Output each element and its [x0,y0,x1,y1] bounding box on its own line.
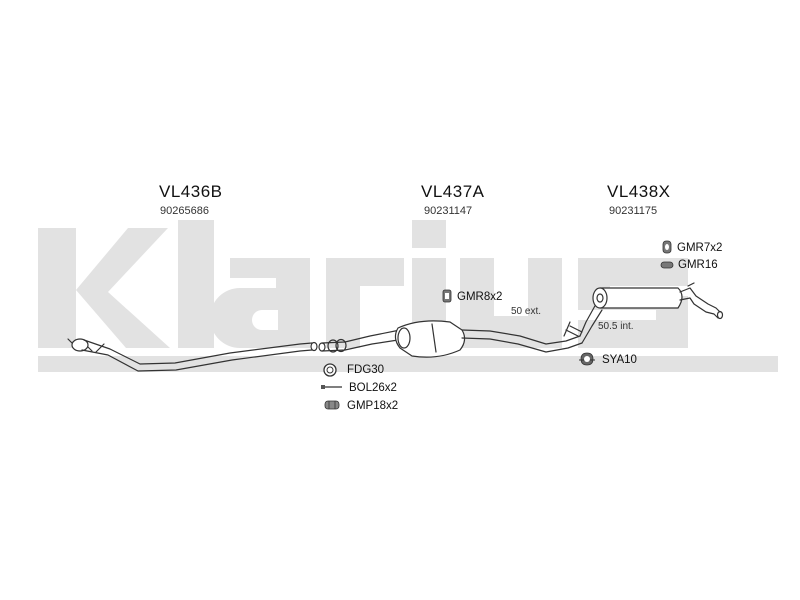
part-label-bol26x2: BOL26x2 [349,382,397,394]
seal-ring-icon [579,352,595,366]
rubber-mount-icon [662,240,672,254]
part-label-gmp18x2: GMP18x2 [347,400,399,412]
rubber-hanger-icon [660,261,674,269]
bolt-icon [321,385,342,389]
part-label-gmr8x2: GMR8x2 [457,291,503,303]
flange-gasket-icon [323,363,337,377]
section-code-vl438x: VL438X [607,182,671,201]
section-number-vl437a: 90231147 [424,205,473,217]
dimension-ext-label: 50 ext. [511,306,542,317]
middle-box-vl437a [318,320,583,358]
rubber-mount-icon [442,289,452,303]
section-code-vl436b: VL436B [159,182,223,201]
part-label-sya10: SYA10 [602,354,637,366]
part-label-fdg30: FDG30 [347,364,385,376]
part-label-gmr16: GMR16 [678,259,718,271]
section-number-vl436b: 90265686 [160,205,209,217]
part-label-gmr7x2: GMR7x2 [677,242,723,254]
dimension-int-label: 50.5 int. [598,321,634,332]
clamp-icon [324,400,340,410]
section-code-vl437a: VL437A [421,182,485,201]
front-pipe-vl436b [67,338,318,372]
rear-box-vl438x [563,282,724,344]
section-number-vl438x: 90231175 [609,205,658,217]
